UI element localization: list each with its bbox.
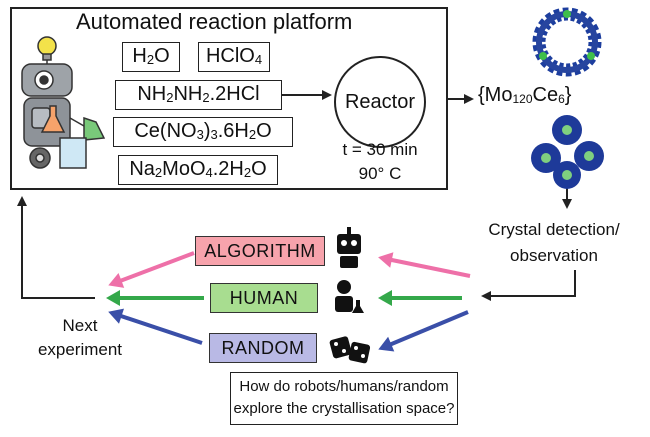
- human-arrowhead-right: [378, 290, 392, 306]
- crystal-detection-label: Crystal detection/observation: [488, 220, 620, 265]
- robot-icon: [337, 227, 361, 268]
- reaction-temperature: 90° C: [358, 164, 402, 183]
- product-formula: {Mo120Ce6}: [478, 84, 572, 106]
- strategy-human: HUMAN: [210, 283, 318, 313]
- random-arrow-right: [381, 310, 469, 350]
- dice-icon: [329, 336, 371, 364]
- reagent-water: H2O: [122, 42, 180, 72]
- algorithm-arrowhead-left: [108, 273, 125, 288]
- reagent-perchloric-acid: HClO4: [198, 42, 270, 72]
- algorithm-arrow-right: [381, 256, 471, 278]
- reagent-sodium-molybdate: Na2MoO4.2H2O: [118, 155, 278, 185]
- reagent-hydrazine: NH2NH2.2HCl: [115, 80, 282, 110]
- strategy-random: RANDOM: [209, 333, 317, 363]
- reagent-cerium-nitrate: Ce(NO3)3.6H2O: [113, 117, 293, 147]
- reaction-time: t = 30 min: [342, 140, 418, 159]
- algorithm-arrow-left: [111, 251, 195, 286]
- algorithm-arrowhead-right: [378, 252, 394, 268]
- scientist-icon: [335, 280, 364, 313]
- human-arrowhead-left: [106, 290, 120, 306]
- automated-platform-box: [10, 7, 448, 190]
- strategy-algorithm: ALGORITHM: [195, 236, 325, 266]
- random-arrowhead-right: [378, 336, 395, 352]
- reactor-circle: Reactor: [334, 56, 426, 148]
- platform-title: Automated reaction platform: [76, 9, 353, 34]
